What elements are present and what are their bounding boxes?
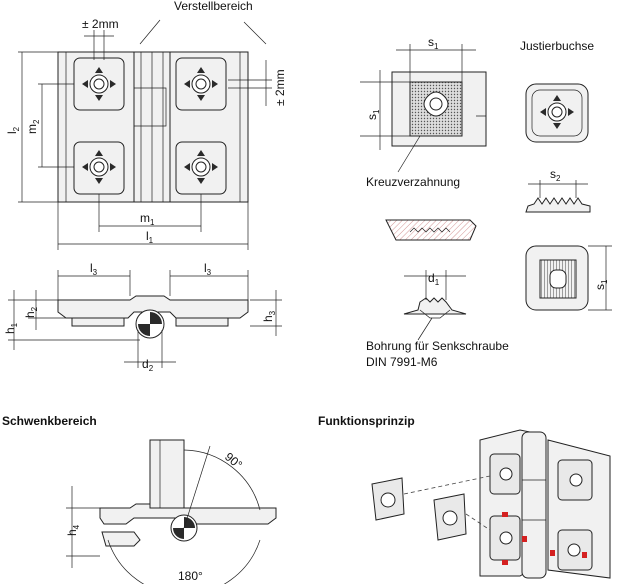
- pad-bottom-left: [73, 141, 125, 195]
- label-l3-right: l3: [204, 261, 212, 277]
- label-d2: d2: [142, 357, 154, 373]
- adjustment-bushing-bottom: [525, 245, 612, 311]
- svg-text:h3: h3: [261, 310, 277, 322]
- svg-text:± 2mm: ± 2mm: [273, 69, 287, 106]
- hinge-front-view: [18, 19, 272, 250]
- label-angle-90: 90°: [222, 450, 245, 473]
- adjustment-bushing-top: [525, 83, 589, 143]
- label-pm2-top: ± 2mm: [82, 17, 119, 31]
- label-h1: h1: [3, 322, 19, 334]
- function-principle-view: [371, 429, 611, 579]
- svg-text:h4: h4: [65, 524, 81, 536]
- label-verstellbereich: Verstellbereich: [174, 0, 253, 13]
- label-l2: l2: [5, 126, 21, 134]
- label-h4: h4: [65, 524, 81, 536]
- bushing-side: [525, 180, 591, 213]
- label-s1-left: s1: [365, 109, 381, 120]
- label-s1-top: s1: [428, 35, 439, 51]
- heading-funktionsprinzip: Funktionsprinzip: [318, 414, 415, 428]
- loose-bushing-2: [433, 493, 467, 541]
- label-l3-left: l3: [90, 261, 98, 277]
- label-m2: m2: [25, 119, 41, 134]
- countersunk-hole: [403, 270, 467, 341]
- heading-schwenkbereich: Schwenkbereich: [2, 414, 97, 428]
- label-kreuzverzahnung: Kreuzverzahnung: [366, 175, 460, 189]
- loose-bushing-1: [371, 477, 405, 521]
- hinge-side-view: [8, 270, 282, 368]
- label-angle-180: 180°: [178, 569, 203, 583]
- swing-range-view: [66, 439, 277, 584]
- svg-text:l2: l2: [5, 126, 21, 134]
- pad-bottom-right: [175, 141, 227, 195]
- label-justierbuchse: Justierbuchse: [520, 39, 594, 53]
- svg-text:s1: s1: [593, 279, 609, 290]
- label-h2: h2: [23, 306, 39, 318]
- section-view: [385, 219, 477, 241]
- label-d1: d1: [428, 271, 440, 287]
- label-pm2-side: ± 2mm: [273, 69, 287, 106]
- pad-top-right: [175, 57, 227, 111]
- label-s2: s2: [550, 167, 561, 183]
- label-bohrung-line1: Bohrung für Senkschraube: [366, 339, 509, 353]
- bushing-detail: [360, 44, 487, 173]
- svg-text:90°: 90°: [222, 450, 245, 473]
- svg-text:h2: h2: [23, 306, 39, 318]
- label-s1-right: s1: [593, 279, 609, 290]
- label-bohrung-line2: DIN 7991-M6: [366, 355, 438, 369]
- label-l1: l1: [146, 229, 154, 245]
- label-h3: h3: [261, 310, 277, 322]
- label-m1: m1: [140, 211, 155, 227]
- svg-text:h1: h1: [3, 322, 19, 334]
- svg-text:s1: s1: [365, 109, 381, 120]
- svg-text:m2: m2: [25, 119, 41, 134]
- pad-top-left: [73, 57, 125, 111]
